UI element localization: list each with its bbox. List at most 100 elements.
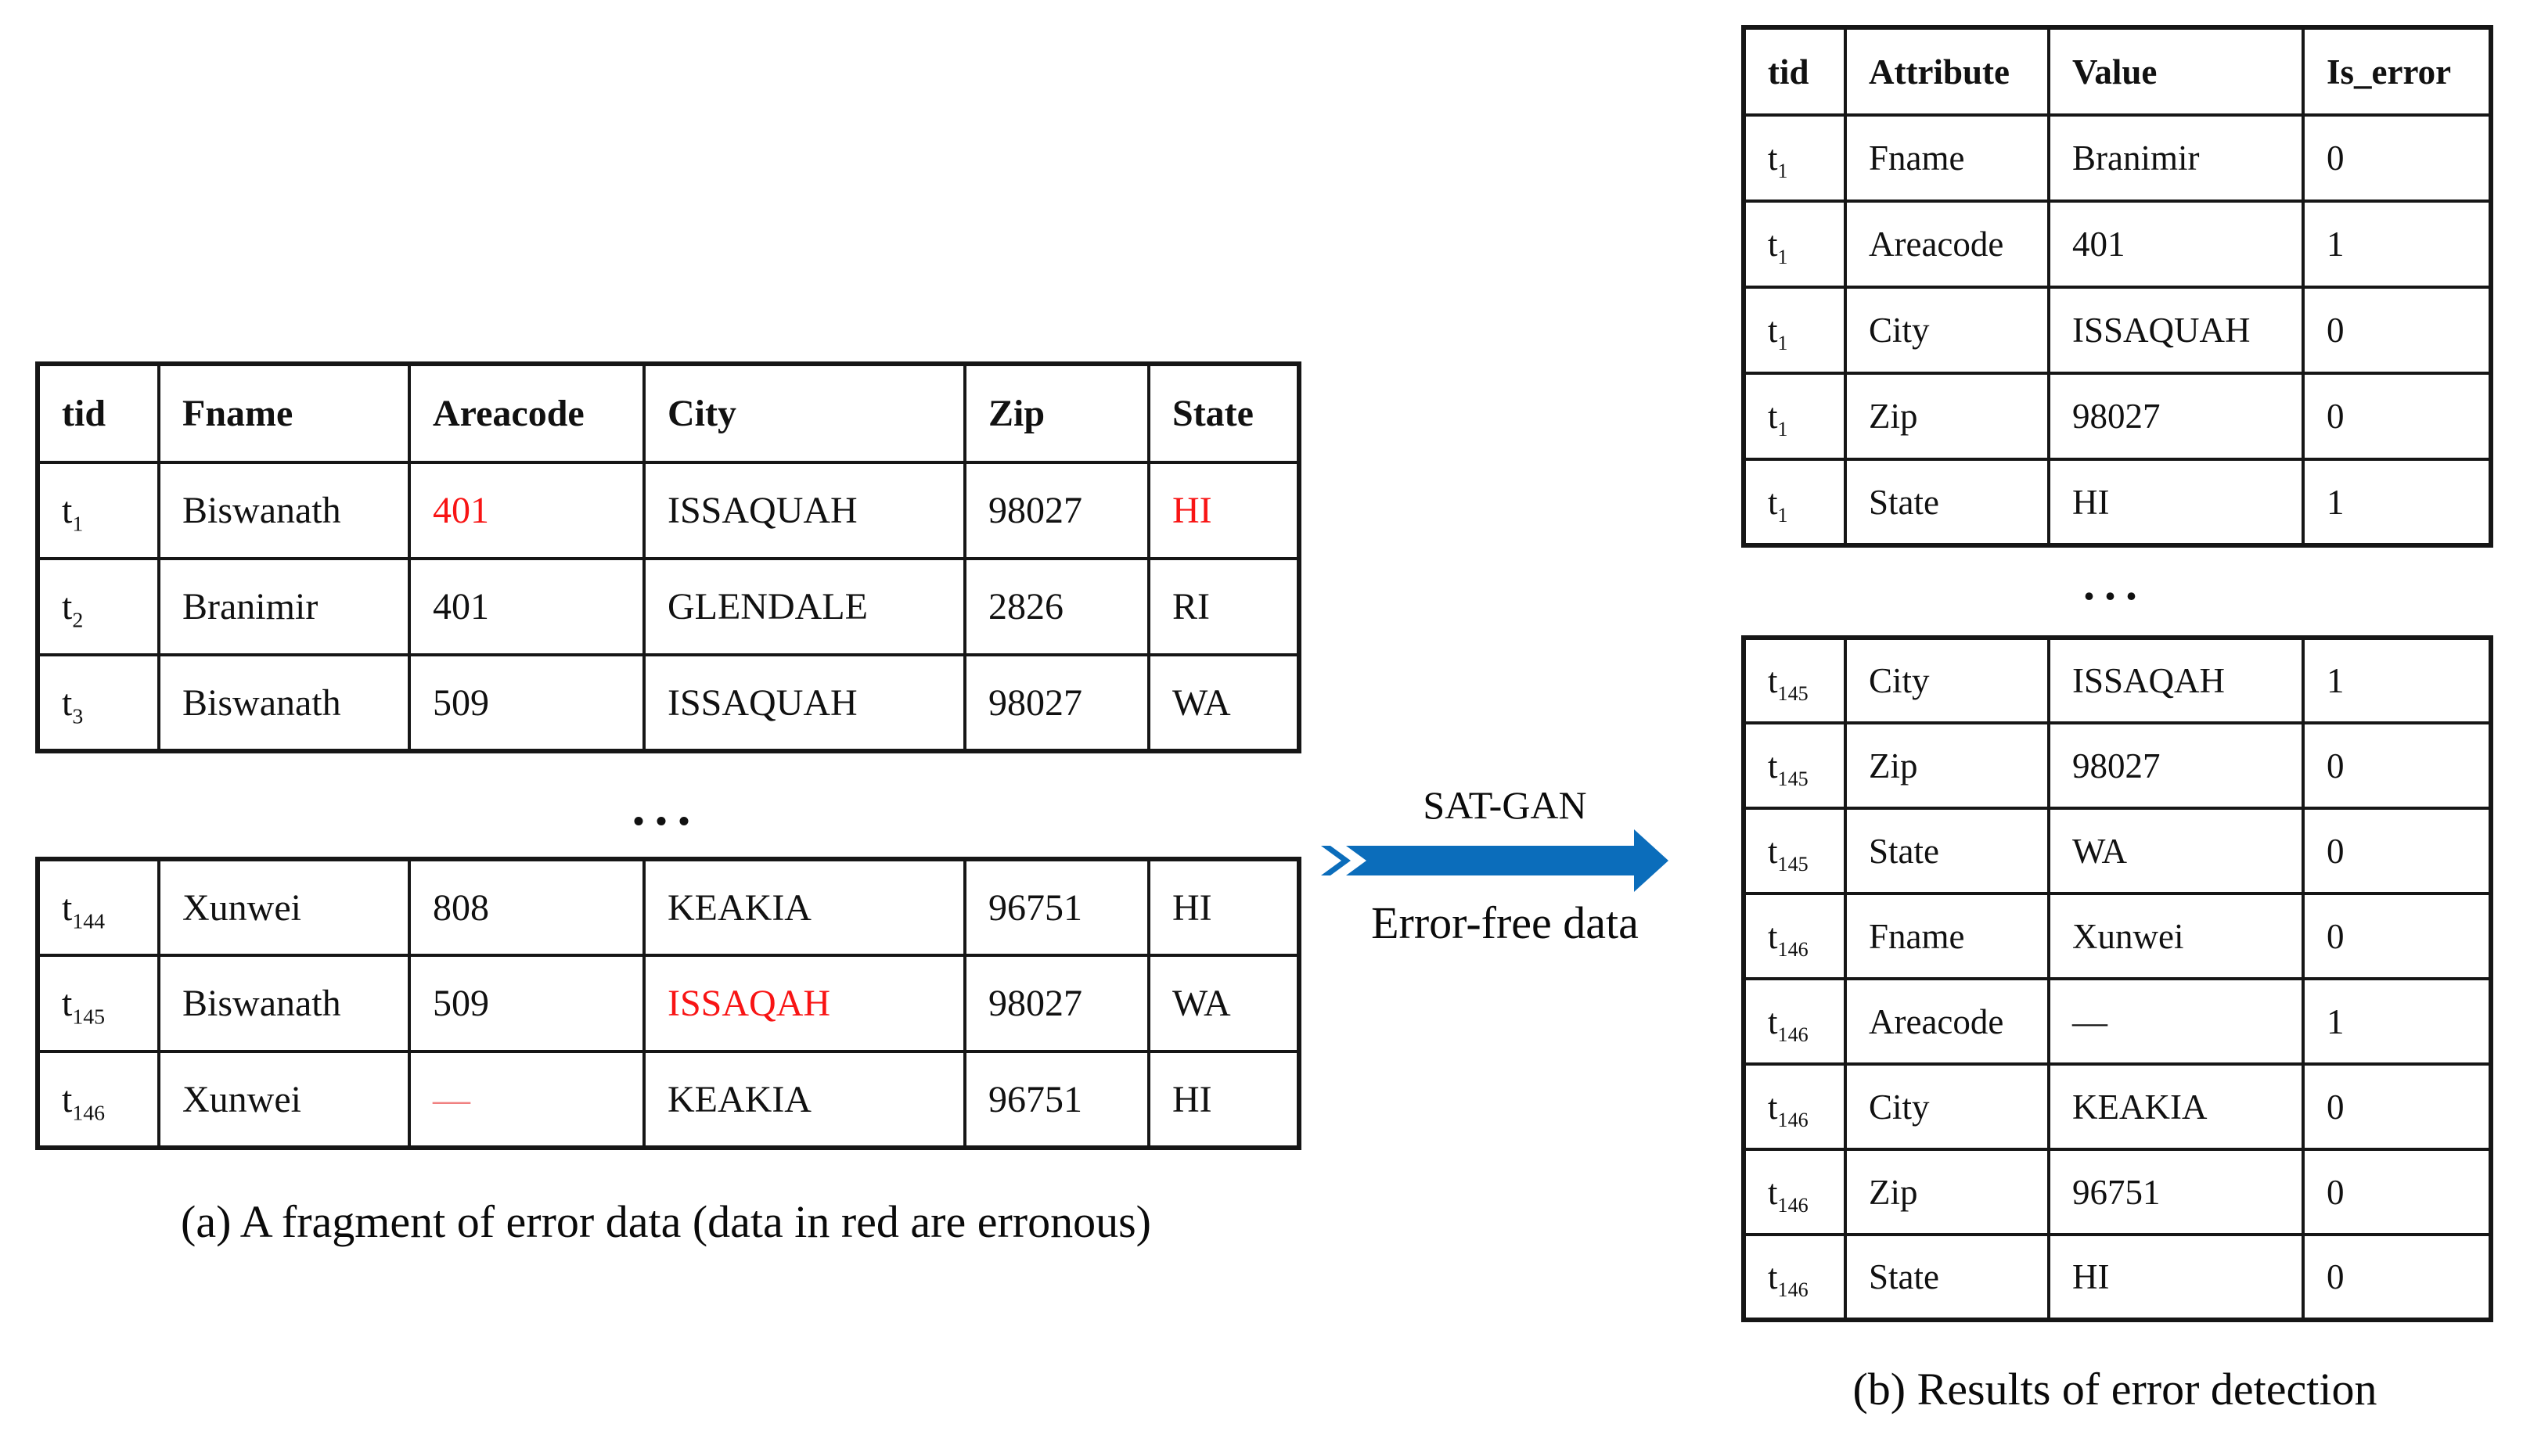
- table-cell: 0: [2302, 892, 2492, 980]
- table-cell: 0: [2302, 1233, 2492, 1321]
- flow-arrow-icon: [1321, 829, 1668, 892]
- table-cell: Zip: [1844, 1148, 2050, 1236]
- right-table-ellipsis: ...: [2083, 558, 2147, 609]
- tid-cell: t145: [1742, 807, 1847, 895]
- table-cell: Fname: [1844, 892, 2050, 980]
- table-cell: 0: [2302, 372, 2492, 461]
- table-cell: KEAKIA: [642, 857, 966, 957]
- table-cell: ISSAQUAH: [642, 653, 966, 753]
- tid-cell: t1: [1742, 200, 1847, 289]
- tid-cell: t1: [1742, 458, 1847, 547]
- table-cell: Areacode: [1844, 977, 2050, 1066]
- tid-cell: t145: [1742, 721, 1847, 810]
- table-cell: GLENDALE: [642, 557, 966, 656]
- table-cell: Xunwei: [157, 857, 411, 957]
- tid-cell: t146: [1742, 1062, 1847, 1151]
- table-cell: 1: [2302, 200, 2492, 289]
- table-cell: ISSAQUAH: [2047, 286, 2305, 375]
- table-cell: 98027: [2047, 721, 2305, 810]
- table-cell: 96751: [963, 1050, 1150, 1149]
- arrow-label-sat-gan: SAT-GAN: [1423, 783, 1587, 827]
- column-header: Attribute: [1844, 26, 2050, 117]
- table-cell: HI: [1147, 461, 1301, 560]
- table-cell: State: [1844, 1233, 2050, 1321]
- table-cell: WA: [2047, 807, 2305, 895]
- table-cell: 808: [408, 857, 646, 957]
- tid-cell: t1: [1742, 286, 1847, 375]
- table-cell: WA: [1147, 954, 1301, 1053]
- table-cell: Biswanath: [157, 653, 411, 753]
- table-cell: HI: [1147, 1050, 1301, 1149]
- table-cell: 1: [2302, 458, 2492, 547]
- table-cell: State: [1844, 807, 2050, 895]
- tid-cell: t2: [36, 557, 160, 656]
- table-cell: ISSAQAH: [642, 954, 966, 1053]
- column-header: State: [1147, 362, 1301, 464]
- left-table-ellipsis: ...: [632, 777, 700, 836]
- table-cell: 2826: [963, 557, 1150, 656]
- table-cell: 0: [2302, 1062, 2492, 1151]
- table-cell: Zip: [1844, 721, 2050, 810]
- table-cell: HI: [1147, 857, 1301, 957]
- column-header: Is_error: [2302, 26, 2492, 117]
- table-cell: 96751: [963, 857, 1150, 957]
- table-cell: 509: [408, 653, 646, 753]
- table-cell: 0: [2302, 1148, 2492, 1236]
- caption-panel-a: (a) A fragment of error data (data in re…: [181, 1196, 1151, 1247]
- table-cell: KEAKIA: [2047, 1062, 2305, 1151]
- table-cell: Xunwei: [157, 1050, 411, 1149]
- table-cell: 1: [2302, 977, 2492, 1066]
- table-cell: Biswanath: [157, 954, 411, 1053]
- table-cell: City: [1844, 286, 2050, 375]
- table-cell: HI: [2047, 458, 2305, 547]
- table-cell: RI: [1147, 557, 1301, 656]
- table-cell: —: [2047, 977, 2305, 1066]
- column-header: tid: [1742, 26, 1847, 117]
- table-cell: WA: [1147, 653, 1301, 753]
- table-cell: Branimir: [157, 557, 411, 656]
- tid-cell: t146: [1742, 977, 1847, 1066]
- table-cell: 98027: [963, 653, 1150, 753]
- table-cell: KEAKIA: [642, 1050, 966, 1149]
- table-cell: HI: [2047, 1233, 2305, 1321]
- column-header: Areacode: [408, 362, 646, 464]
- tid-cell: t3: [36, 653, 160, 753]
- table-cell: 0: [2302, 807, 2492, 895]
- table-cell: Areacode: [1844, 200, 2050, 289]
- tid-cell: t145: [1742, 636, 1847, 724]
- table-cell: 98027: [963, 954, 1150, 1053]
- table-cell: Xunwei: [2047, 892, 2305, 980]
- table-cell: 98027: [963, 461, 1150, 560]
- table-cell: 509: [408, 954, 646, 1053]
- tid-cell: t146: [1742, 1233, 1847, 1321]
- tid-cell: t146: [1742, 892, 1847, 980]
- tid-cell: t145: [36, 954, 160, 1053]
- table-cell: ISSAQUAH: [642, 461, 966, 560]
- table-cell: 401: [408, 461, 646, 560]
- table-cell: State: [1844, 458, 2050, 547]
